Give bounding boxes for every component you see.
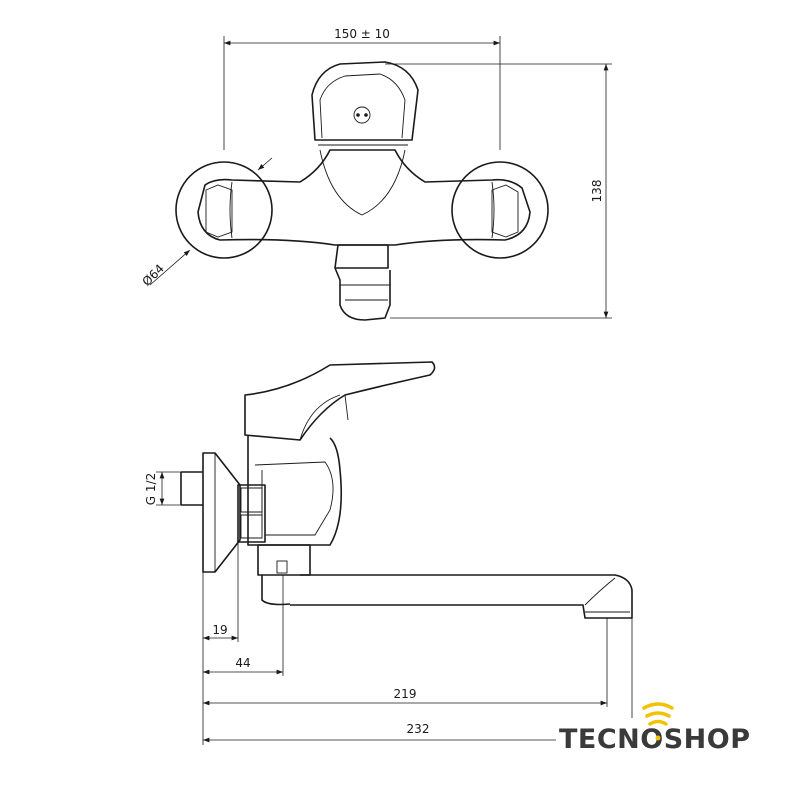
lever-handle (244, 361, 436, 441)
top-outlet (334, 244, 391, 321)
signal-arc-icon (642, 702, 674, 710)
right-wall-rosette (451, 161, 549, 259)
logo-text: TECNOSHOP (559, 724, 751, 755)
wall-nipple (180, 471, 203, 506)
handle-indicator (353, 106, 371, 124)
side-view: 19 44 219 232 G 1/2 (144, 361, 633, 745)
dim-44: 44 (235, 656, 250, 670)
handle-top (311, 61, 419, 141)
wall-flange (202, 452, 241, 573)
dim-19: 19 (212, 623, 227, 637)
dim-top-width: 150 ± 10 (334, 27, 390, 41)
left-wall-rosette (175, 161, 273, 259)
tecnoshop-logo: TECNOSHOP (556, 702, 762, 755)
spout (290, 574, 633, 619)
mixer-body (197, 149, 531, 246)
connection-nut (237, 484, 266, 543)
dim-219: 219 (394, 687, 417, 701)
dim-top-height: 138 (590, 180, 604, 203)
top-view: 150 ± 10 138 Ø64 (139, 27, 612, 321)
dim-232: 232 (407, 722, 430, 736)
dim-diameter: Ø64 (139, 261, 166, 288)
mixer-body-side (247, 435, 343, 546)
dim-thread: G 1/2 (144, 473, 158, 505)
